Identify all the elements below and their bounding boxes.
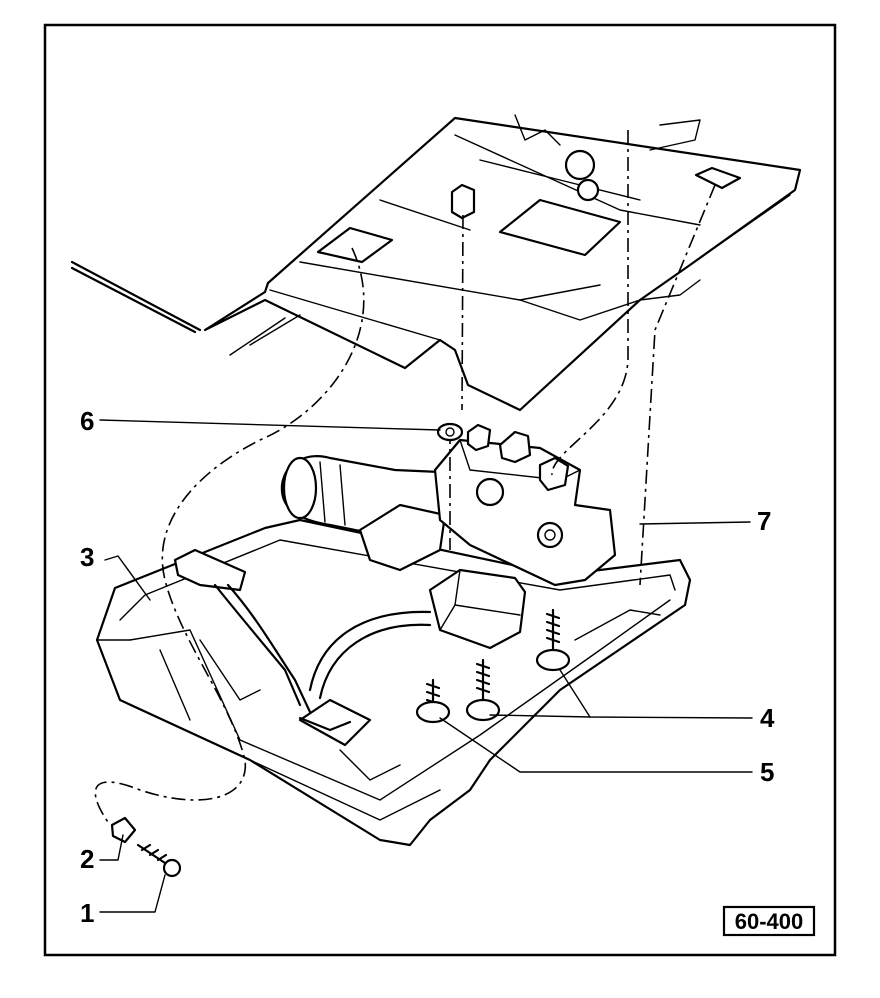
- housing-tray: [95, 518, 692, 847]
- callout-1: 1: [80, 898, 94, 928]
- nut-6: [436, 422, 464, 442]
- roof-panel: [70, 114, 802, 412]
- callout-5: 5: [760, 757, 774, 787]
- callout-3: 3: [80, 542, 94, 572]
- callout-6: 6: [80, 406, 94, 436]
- mounting-screws: [415, 608, 571, 724]
- callout-7: 7: [757, 506, 771, 536]
- figure-frame: [43, 23, 837, 957]
- wiring-harness: [173, 548, 432, 732]
- assembly-guide-lines: [94, 130, 716, 826]
- sunroof-motor-gearbox: [280, 423, 617, 650]
- loose-screw-and-clip: [110, 816, 182, 878]
- callout-2: 2: [80, 844, 94, 874]
- leader-lines: [99, 419, 753, 913]
- callout-4: 4: [760, 703, 775, 733]
- figure-code: 60-400: [735, 909, 804, 934]
- figure-code-box: 60-400: [722, 905, 816, 937]
